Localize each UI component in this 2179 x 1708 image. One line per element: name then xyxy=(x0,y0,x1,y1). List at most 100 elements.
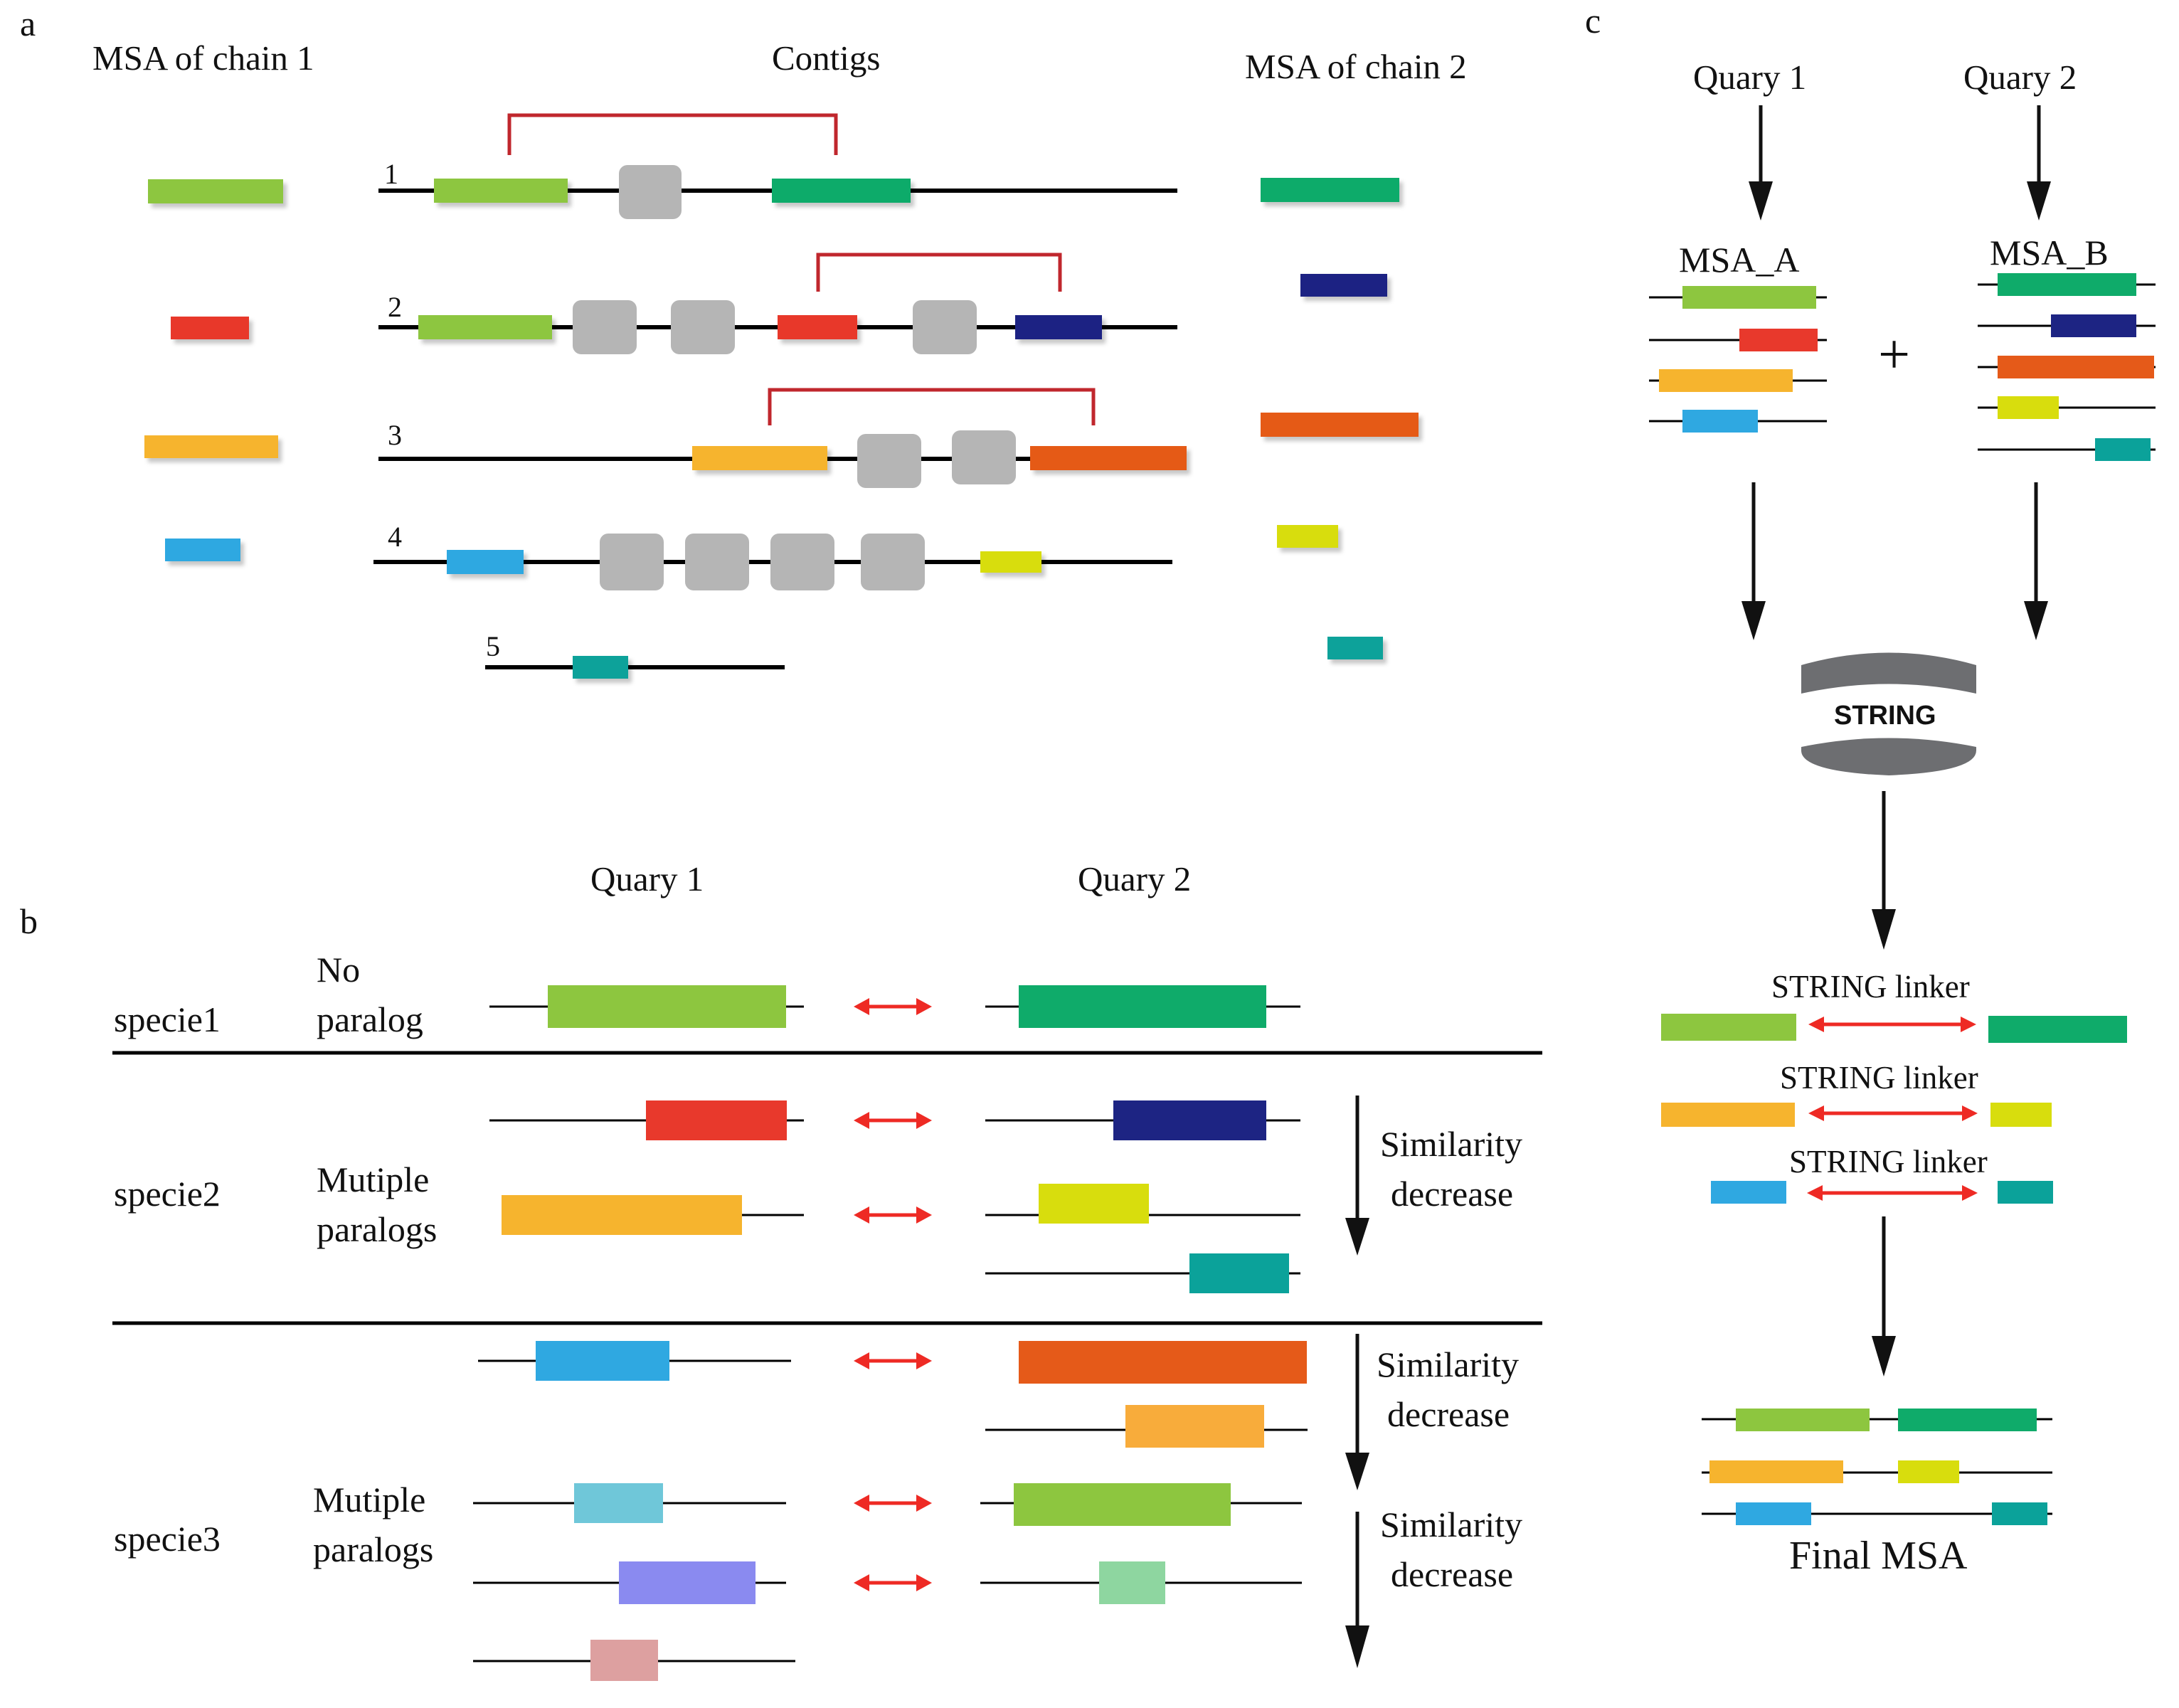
double-arrow-icon xyxy=(854,1112,932,1129)
gray-gene-box xyxy=(770,534,834,590)
query1-paralog xyxy=(574,1483,663,1523)
query2-paralog xyxy=(1019,985,1266,1028)
final-block xyxy=(1898,1460,1959,1483)
query2-paralog xyxy=(1099,1561,1165,1604)
query2-title: Quary 2 xyxy=(1078,859,1191,898)
contig-number: 3 xyxy=(388,419,402,451)
gray-gene-box xyxy=(861,534,925,590)
gray-gene-box xyxy=(671,300,735,354)
linker-block xyxy=(1990,1103,2052,1127)
query2-title: Quary 2 xyxy=(1963,58,2077,97)
msa-a-label: MSA_A xyxy=(1679,240,1799,280)
paralog-label: Mutiple xyxy=(313,1480,425,1519)
paralog-label: paralogs xyxy=(317,1209,437,1249)
query1-paralog xyxy=(548,985,786,1028)
contig-5: 5 xyxy=(485,630,785,679)
linker-block xyxy=(1711,1181,1786,1204)
similarity-label: decrease xyxy=(1391,1174,1513,1214)
msa-b: MSA_B xyxy=(1978,233,2156,461)
contig-block xyxy=(692,446,827,470)
similarity-label: Similarity xyxy=(1380,1505,1522,1544)
query1-paralog xyxy=(619,1561,756,1604)
linker-block xyxy=(1998,1181,2053,1204)
linker-block xyxy=(1661,1103,1795,1127)
query2-paralog xyxy=(1125,1405,1264,1448)
double-arrow-icon xyxy=(854,1574,932,1591)
panel-label-b: b xyxy=(20,901,38,941)
paralog-label: paralogs xyxy=(313,1529,433,1569)
contig-block xyxy=(778,315,857,339)
query2-paralog xyxy=(1014,1483,1231,1526)
msa-b-label: MSA_B xyxy=(1990,233,2109,272)
msa-block xyxy=(2051,314,2136,337)
contig-number: 4 xyxy=(388,521,402,553)
contig-block xyxy=(418,315,552,339)
gray-gene-box xyxy=(600,534,664,590)
double-arrow-icon xyxy=(854,998,932,1015)
linker-label: STRING linker xyxy=(1771,969,1970,1004)
query1-title: Quary 1 xyxy=(590,859,704,898)
specie3-rows xyxy=(473,1341,1308,1681)
double-arrow-icon xyxy=(854,1206,932,1224)
contig-number: 1 xyxy=(384,158,398,190)
final-block xyxy=(1709,1460,1843,1483)
species-label: specie3 xyxy=(114,1519,221,1559)
final-block xyxy=(1898,1409,2037,1431)
gray-gene-box xyxy=(857,434,921,488)
query2-paralog xyxy=(1039,1184,1149,1224)
similarity-label: decrease xyxy=(1391,1554,1513,1594)
down-arrow-icon xyxy=(1345,1096,1369,1256)
paralog-label: No xyxy=(317,950,360,990)
msa2-block-dark-orange xyxy=(1261,413,1419,437)
double-arrow-icon xyxy=(1808,1017,1976,1032)
contig-4: 4 xyxy=(373,521,1172,590)
double-arrow-icon xyxy=(854,1495,932,1512)
down-arrow-icon xyxy=(1872,1216,1896,1377)
contig-number: 2 xyxy=(388,291,402,323)
query2-paralog xyxy=(1189,1253,1289,1293)
linker-block xyxy=(1661,1014,1796,1041)
similarity-label: Similarity xyxy=(1377,1344,1519,1384)
final-block xyxy=(1736,1409,1870,1431)
specie1-rows xyxy=(489,985,1300,1028)
contig-block xyxy=(1015,315,1102,339)
linker-label: STRING linker xyxy=(1789,1144,1988,1179)
panel-b: b Quary 1 Quary 2 specie1 No paralog spe… xyxy=(20,859,1542,1681)
string-database-icon: STRING xyxy=(1801,652,1976,775)
msa-block xyxy=(2095,438,2151,461)
panel-label-c: c xyxy=(1585,1,1601,41)
panel-a: a MSA of chain 1 Contigs MSA of chain 2 … xyxy=(20,4,1467,679)
msa-chain1-blocks xyxy=(144,179,283,561)
msa2-block-teal xyxy=(1327,637,1383,659)
species-label: specie2 xyxy=(114,1174,221,1214)
final-msa: Final MSA xyxy=(1702,1409,2052,1578)
msa1-block-blue xyxy=(165,539,240,561)
msa-block xyxy=(1998,396,2059,419)
contig-block xyxy=(447,550,524,574)
gray-gene-box xyxy=(573,300,637,354)
final-msa-label: Final MSA xyxy=(1789,1534,1968,1578)
msa-block xyxy=(1682,286,1816,309)
down-arrow-icon xyxy=(1741,482,1766,640)
gray-gene-box xyxy=(952,430,1016,484)
msa-block xyxy=(1682,410,1758,433)
contig-1: 1 xyxy=(378,113,1177,219)
similarity-label: decrease xyxy=(1387,1394,1510,1434)
query1-paralog xyxy=(502,1195,742,1235)
query1-paralog xyxy=(590,1640,658,1681)
msa-block xyxy=(1739,329,1818,351)
database-label: STRING xyxy=(1834,701,1936,731)
plus-sign: + xyxy=(1878,324,1910,386)
msa-chain1-title: MSA of chain 1 xyxy=(92,38,314,78)
final-block xyxy=(1736,1502,1811,1525)
contigs-title: Contigs xyxy=(772,38,880,78)
panel-c: c Quary 1 Quary 2 xyxy=(1585,1,2156,1578)
linker-rows: STRING linker STRING linker STRING linke… xyxy=(1661,969,2127,1204)
msa2-block-emerald xyxy=(1261,178,1399,202)
pair-bracket xyxy=(816,253,1062,292)
pair-bracket xyxy=(768,388,1096,425)
contig-block xyxy=(980,551,1041,573)
similarity-label: Similarity xyxy=(1380,1124,1522,1164)
linker-block xyxy=(1988,1016,2127,1043)
